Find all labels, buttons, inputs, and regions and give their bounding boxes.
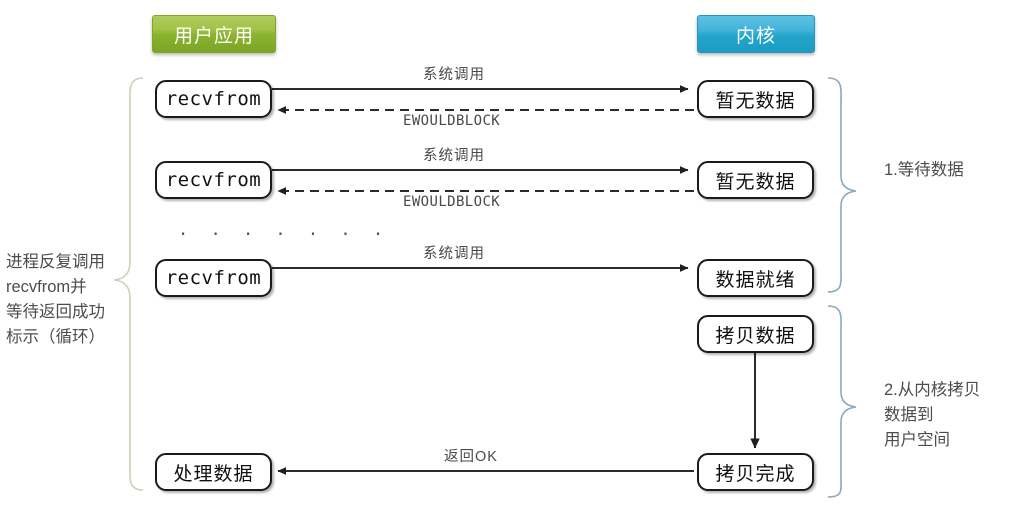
user-box-recvfrom-1[interactable]: recvfrom <box>155 80 272 118</box>
kernel-box-copy-complete[interactable]: 拷贝完成 <box>697 453 814 491</box>
kernel-box-no-data-2[interactable]: 暂无数据 <box>697 161 814 199</box>
kernel-box-data-ready[interactable]: 数据就绪 <box>697 259 814 297</box>
user-box-process-data[interactable]: 处理数据 <box>155 453 272 491</box>
user-application-label: 用户应用 <box>173 25 254 47</box>
caption-loop-description: 进程反复调用 recvfrom并 等待返回成功 标示（循环） <box>6 253 105 346</box>
caption-step-2: 2.从内核拷贝 数据到 用户空间 <box>884 381 981 449</box>
kernel-box-no-data-2-label: 暂无数据 <box>715 171 796 193</box>
right-brace-copy-data <box>827 305 857 498</box>
kernel-box-no-data-1-label: 暂无数据 <box>715 90 796 112</box>
label-syscall-1: 系统调用 <box>423 67 485 83</box>
user-application-header: 用户应用 <box>152 15 276 53</box>
user-box-process-data-label: 处理数据 <box>173 463 254 485</box>
kernel-header: 内核 <box>697 15 815 53</box>
user-box-recvfrom-3[interactable]: recvfrom <box>155 259 272 297</box>
kernel-label: 内核 <box>735 25 776 47</box>
label-syscall-3: 系统调用 <box>423 246 485 262</box>
label-ewouldblock-1: EWOULDBLOCK <box>403 113 501 129</box>
kernel-box-data-ready-label: 数据就绪 <box>715 269 796 291</box>
user-box-recvfrom-2-label: recvfrom <box>165 169 262 191</box>
label-syscall-2: 系统调用 <box>423 148 485 164</box>
user-box-recvfrom-2[interactable]: recvfrom <box>155 161 272 199</box>
label-ewouldblock-2: EWOULDBLOCK <box>403 194 501 210</box>
kernel-box-no-data-1[interactable]: 暂无数据 <box>697 80 814 118</box>
kernel-box-copy-data[interactable]: 拷贝数据 <box>697 315 814 353</box>
kernel-box-copy-complete-label: 拷贝完成 <box>715 463 796 485</box>
user-box-recvfrom-3-label: recvfrom <box>165 267 262 289</box>
user-box-recvfrom-1-label: recvfrom <box>165 88 262 110</box>
right-brace-wait-data <box>827 77 857 293</box>
caption-step-1: 1.等待数据 <box>884 161 964 179</box>
kernel-box-copy-data-label: 拷贝数据 <box>715 325 796 347</box>
repeat-ellipsis: . . . . . . . <box>178 220 390 240</box>
label-return-ok: 返回OK <box>444 449 498 465</box>
